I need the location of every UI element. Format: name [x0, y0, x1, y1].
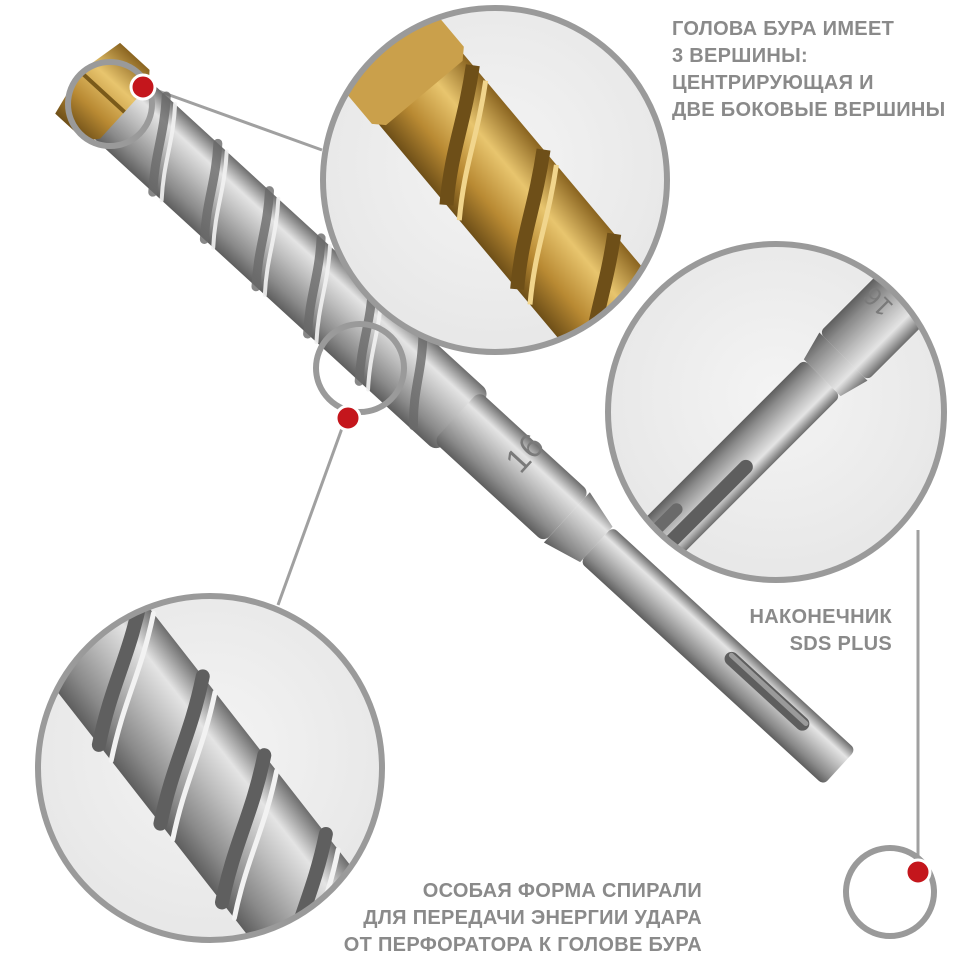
marker-shank	[904, 858, 932, 886]
annotation-head-line: ДВЕ БОКОВЫЕ ВЕРШИНЫ	[672, 99, 946, 121]
annotation-head-line: ЦЕНТРИРУЮЩАЯ И	[672, 72, 874, 94]
connector-lines	[149, 86, 920, 868]
annotation-spiral-line: ОТ ПЕРФОРАТОРА К ГОЛОВЕ БУРА	[343, 934, 702, 956]
drill-shank	[582, 529, 854, 783]
annotation-shank-line: SDS PLUS	[789, 633, 892, 655]
annotation-head: ГОЛОВА БУРА ИМЕЕТ 3 ВЕРШИНЫ: ЦЕНТРИРУЮЩА…	[672, 16, 946, 124]
drill-bit: 16	[55, 42, 854, 783]
annotation-shank: НАКОНЕЧНИК SDS PLUS	[749, 604, 892, 658]
annotation-head-line: 3 ВЕРШИНЫ:	[672, 45, 808, 67]
marker-spiral	[334, 404, 362, 432]
callout-rings	[65, 59, 937, 939]
annotation-spiral-line: ОСОБАЯ ФОРМА СПИРАЛИ	[422, 880, 702, 902]
drill-taper	[543, 492, 613, 563]
callout-ring-shank	[843, 845, 937, 939]
annotation-spiral-line: ДЛЯ ПЕРЕДАЧИ ЭНЕРГИИ УДАРА	[363, 907, 702, 929]
red-markers	[129, 73, 932, 886]
drill-collar	[436, 394, 587, 540]
annotation-shank-line: НАКОНЕЧНИК	[749, 606, 892, 628]
annotation-spiral: ОСОБАЯ ФОРМА СПИРАЛИ ДЛЯ ПЕРЕДАЧИ ЭНЕРГИ…	[344, 878, 702, 959]
marker-head	[129, 73, 157, 101]
callout-ring-head	[65, 59, 155, 149]
drill-flutes	[148, 91, 428, 431]
spiral-closeup-bubble	[35, 593, 385, 943]
annotation-head-line: ГОЛОВА БУРА ИМЕЕТ	[672, 18, 895, 40]
shank-closeup-bubble: 16	[605, 241, 947, 583]
drill-flute-body	[86, 73, 487, 449]
